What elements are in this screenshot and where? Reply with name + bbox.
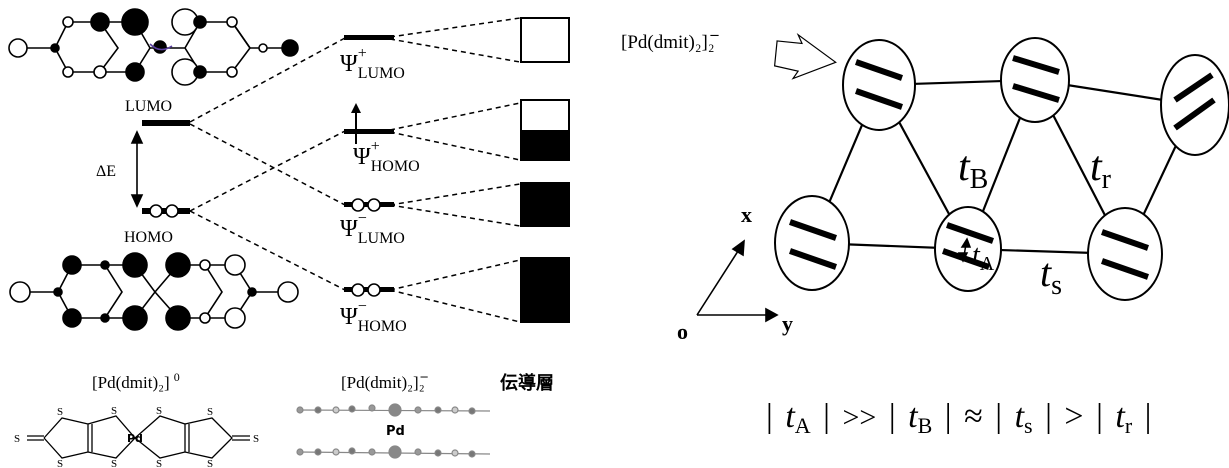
conduction-layer-label: 伝導層: [500, 372, 554, 394]
dimer-side-view: [296, 403, 491, 459]
svg-text:S: S: [156, 458, 162, 468]
lumo-label: LUMO: [125, 98, 172, 115]
svg-text:S: S: [57, 458, 63, 468]
psi-homo-plus-level: [344, 103, 394, 144]
svg-text:S: S: [207, 458, 213, 468]
left-panel: LUMO HOMO ΔE: [8, 8, 570, 468]
psi-lumo-plus-level: [344, 35, 394, 40]
right-panel: [Pd(dmit)₂]₂–: [621, 26, 1229, 441]
monomer-label: [Pd(dmit)₂]0: [92, 370, 180, 392]
dimer-site: [934, 206, 1002, 292]
psi-homo-minus-label: Ψ−HOMO: [340, 298, 407, 335]
svg-text:S: S: [253, 433, 259, 445]
band-fill: [521, 258, 569, 322]
axes: [696, 239, 779, 323]
dimer-site: [1087, 207, 1163, 301]
delta-e-label: ΔE: [96, 163, 116, 180]
pd-dmit2-structure: [27, 415, 250, 459]
svg-text:Pd: Pd: [127, 432, 143, 445]
label-tB: tB: [958, 144, 988, 195]
psi-lumo-minus-label: Ψ−LUMO: [340, 210, 405, 247]
svg-text:S: S: [156, 405, 162, 417]
band-fill: [521, 130, 569, 160]
svg-text:S: S: [14, 433, 20, 445]
psi-homo-minus-level: [344, 283, 394, 297]
dimer-site: [1000, 37, 1070, 123]
psi-lumo-minus-level: [344, 198, 394, 212]
label-tA: tA: [972, 240, 995, 275]
pd-dmit2-atom-labels: S S S S S Pd S S S S S: [14, 405, 259, 468]
band-box: [520, 17, 570, 63]
ta-arrow: [957, 237, 972, 263]
psi-labels: Ψ+LUMO Ψ+HOMO Ψ−LUMO Ψ−HOMO: [340, 45, 420, 335]
pd-atom-label: Pd: [386, 424, 405, 439]
svg-text:S: S: [207, 406, 213, 418]
dimer-label-left: [Pd(dmit)₂]₂–: [341, 369, 429, 392]
label-ts: ts: [1040, 250, 1062, 301]
dimer-label-right: [Pd(dmit)₂]₂–: [621, 26, 719, 53]
dimer-site: [1160, 54, 1229, 156]
svg-text:S: S: [111, 458, 117, 468]
svg-text:S: S: [57, 406, 63, 418]
axis-x-label: x: [741, 202, 752, 227]
homo-orbital-molecule: [9, 252, 299, 331]
dimer-site: [774, 195, 850, 291]
svg-text:S: S: [111, 405, 117, 417]
band-fill: [521, 183, 569, 226]
origin-label: o: [677, 319, 688, 344]
dimer-sites: [774, 37, 1229, 301]
correlation-lines: [189, 17, 521, 323]
dimer-site: [842, 39, 916, 131]
axis-y-label: y: [782, 311, 793, 336]
pointer-arrow: [773, 33, 837, 80]
psi-homo-plus-label: Ψ+HOMO: [353, 138, 420, 175]
band-boxes: [520, 17, 570, 323]
psi-lumo-plus-label: Ψ+LUMO: [340, 45, 405, 82]
label-tr: tr: [1090, 144, 1112, 195]
delta-e-arrow: [130, 130, 144, 208]
transfer-integral-relation: | tA | >> | tB | ≈ | ts | > | tr |: [766, 398, 1151, 441]
lumo-orbital-molecule: [8, 8, 299, 86]
homo-level: [142, 204, 190, 218]
lumo-level-bar: [142, 120, 190, 126]
homo-label: HOMO: [124, 229, 173, 246]
